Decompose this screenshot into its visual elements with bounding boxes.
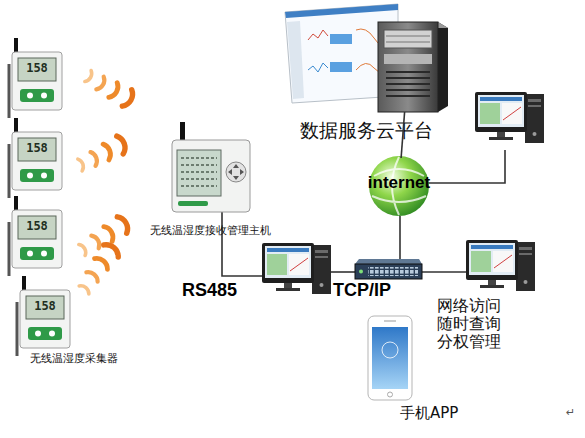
wave-arc <box>104 241 121 257</box>
wave-arc <box>79 284 91 294</box>
drive-bay <box>384 30 432 48</box>
server-tower <box>378 22 448 112</box>
drive-lines <box>386 36 430 42</box>
sensor-art <box>9 38 62 118</box>
screenshot-sidebar <box>287 21 304 99</box>
chart-line <box>308 30 328 40</box>
screenshot-bar <box>285 4 398 18</box>
bus-label: RS485 <box>182 280 237 302</box>
bus-label: TCP/IP <box>333 280 391 302</box>
wireless-waves <box>78 71 136 295</box>
lan-wire <box>399 216 401 264</box>
sensor-art <box>17 276 70 356</box>
app-logo <box>382 342 398 358</box>
lcd-reading: 158 <box>18 219 56 233</box>
receiver-art <box>172 122 250 212</box>
net-wire <box>428 150 505 183</box>
phone-caption: 手机APP <box>400 404 458 422</box>
device-caption: 无线温湿度接收管理主机 <box>150 224 271 237</box>
reading-box <box>330 62 352 72</box>
drive-bay <box>384 54 432 64</box>
phone-art <box>368 316 412 400</box>
internet-globe: internet <box>362 158 436 212</box>
lcd-reading: 158 <box>26 299 64 313</box>
network-link <box>401 112 405 158</box>
server-side <box>438 22 448 112</box>
wave-arc <box>103 143 113 160</box>
wave-arc <box>104 225 116 242</box>
pc-art <box>475 92 544 143</box>
wave-arc <box>85 71 94 83</box>
sensor-art <box>9 196 62 276</box>
sensor-device: 158无线温湿度采集器 <box>20 290 70 348</box>
wave-arc <box>78 158 85 171</box>
server-front <box>378 22 438 112</box>
switch-top <box>355 259 422 264</box>
feature-caption: 网络访问 随时查询 分权管理 <box>437 297 505 351</box>
phone-speaker <box>384 320 396 322</box>
sensor-device: 158 <box>12 132 62 190</box>
phone-body <box>368 316 412 400</box>
wave-arc <box>117 215 130 234</box>
receiver-host: 无线温湿度接收管理主机 <box>172 140 250 212</box>
lcd-reading: 158 <box>18 141 56 155</box>
logo-band <box>178 201 208 206</box>
return-mark: ↵ <box>566 406 575 419</box>
screen-rows <box>181 158 217 186</box>
wave-arc <box>90 151 98 166</box>
lan-wire <box>331 271 355 273</box>
globe-text: internet <box>362 173 436 193</box>
wave-arc <box>122 90 135 109</box>
sensor-device: 158 <box>12 210 62 268</box>
receiver-body <box>172 140 250 212</box>
chart-line <box>308 63 328 72</box>
sensor-device: 158 <box>12 52 62 110</box>
wave-arc <box>86 270 100 282</box>
network-switch <box>355 259 422 279</box>
rs485-wire <box>222 212 262 276</box>
switch-led <box>359 270 363 274</box>
antenna <box>180 122 185 142</box>
lan-wire <box>422 271 466 273</box>
pc-art <box>466 240 535 291</box>
server-caption: 数据服务云平台 <box>300 119 433 142</box>
pc-art <box>262 243 331 294</box>
mobile-phone: 手机APP <box>368 316 412 400</box>
sensor-devices <box>9 38 70 356</box>
phone-screen <box>372 327 408 389</box>
wave-arc <box>95 256 110 270</box>
switch-ports <box>368 267 418 276</box>
wave-arc <box>91 234 101 248</box>
wave-arc <box>96 77 106 91</box>
nav-arrows <box>228 164 244 180</box>
cloud-server: 数据服务云平台 <box>378 22 438 112</box>
wave-arc <box>109 83 121 100</box>
server-vents <box>386 72 430 96</box>
phone-button <box>388 392 393 397</box>
device-caption: 无线温湿度采集器 <box>30 352 118 365</box>
receiver-screen <box>177 150 221 196</box>
wave-arc <box>117 135 128 154</box>
sensor-art <box>9 118 62 198</box>
switch-body <box>355 264 422 279</box>
nav-button <box>226 162 246 182</box>
wave-arc <box>79 243 88 255</box>
reading-box <box>330 34 352 44</box>
lcd-reading: 158 <box>18 61 56 75</box>
client-pc: 网络访问 随时查询 分权管理 <box>466 240 536 292</box>
